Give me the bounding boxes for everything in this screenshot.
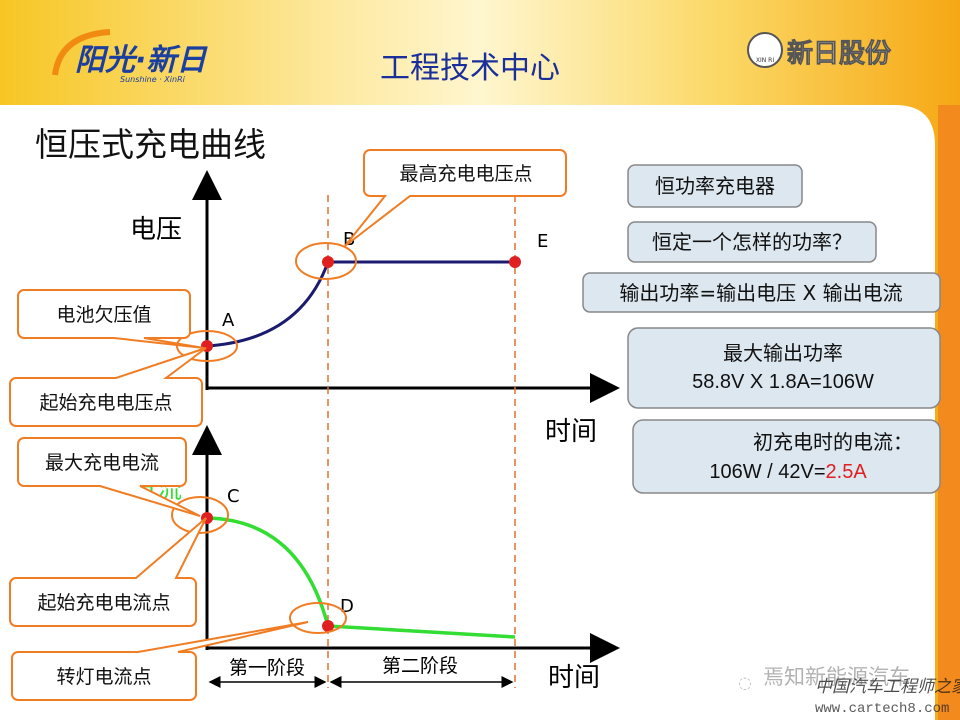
voltage-axis-label: 电压: [130, 215, 182, 245]
svg-text:新日股份: 新日股份: [787, 38, 891, 69]
label-e: E: [537, 231, 548, 252]
callout-undervoltage: [17, 289, 205, 349]
point-b: [322, 256, 334, 268]
callout-start-voltage-text: 起始充电电压点: [39, 392, 172, 414]
note-3-text: 输出功率=输出电压 X 输出电流: [619, 281, 902, 305]
note-box-4: [627, 327, 941, 409]
svg-text:www.cartech8.com: www.cartech8.com: [815, 701, 949, 717]
point-e: [509, 256, 521, 268]
stage-2-label: 第二阶段: [382, 655, 458, 677]
svg-text:Sunshine · XinRi: Sunshine · XinRi: [120, 75, 186, 84]
logo-right: XIN RI 新日股份: [747, 32, 891, 69]
note-5-line1: 初充电时的电流：: [753, 430, 913, 454]
note-box-2: [627, 221, 877, 263]
svg-text:XIN RI: XIN RI: [756, 57, 774, 64]
time-axis-bottom-label: 时间: [548, 663, 600, 693]
note-4-line2: 58.8V X 1.8A=106W: [692, 371, 874, 393]
note-2-text: 恒定一个怎样的功率？: [652, 230, 852, 254]
callout-max-current: [17, 437, 201, 517]
right-edge-strip: [938, 105, 960, 720]
callout-start-current: [9, 517, 207, 627]
label-a: A: [222, 310, 235, 331]
note-4-line1: 最大输出功率: [723, 341, 843, 365]
logo-left: 阳光·新日 Sunshine · XinRi: [52, 29, 208, 84]
voltage-curve: [206, 260, 515, 348]
note-box-5: [632, 419, 941, 494]
callout-max-current-text: 最大充电电流: [45, 452, 159, 474]
label-d: D: [340, 596, 354, 617]
current-curve: [206, 516, 516, 639]
note-box-1: [627, 164, 803, 208]
point-d: [322, 620, 334, 632]
callout-switch-current: [11, 621, 309, 701]
note-box-3: [582, 272, 941, 313]
stage-1-label: 第一阶段: [229, 657, 305, 679]
note-5-line2: 106W / 42V=2.5A: [709, 461, 867, 483]
time-axis-top-label: 时间: [545, 417, 597, 447]
callout-switch-current-text: 转灯电流点: [56, 666, 151, 688]
watermark: ◌ 焉知新能源汽车 中国汽车工程师之家 www.cartech8.com: [738, 665, 960, 717]
note-1-text: 恒功率充电器: [655, 174, 775, 198]
svg-text:阳光·新日: 阳光·新日: [75, 43, 208, 78]
callout-max-voltage: [344, 149, 567, 247]
current-value-highlight: 2.5A: [826, 461, 868, 483]
callout-start-current-text: 起始充电电流点: [37, 592, 170, 614]
callout-start-voltage: [9, 347, 207, 427]
svg-text:中国汽车工程师之家: 中国汽车工程师之家: [815, 677, 960, 697]
svg-text:焉知新能源汽车: 焉知新能源汽车: [763, 665, 910, 689]
wechat-icon: ◌: [738, 673, 752, 692]
header-title: 工程技术中心: [380, 51, 560, 86]
callout-max-voltage-text: 最高充电电压点: [399, 163, 532, 185]
callout-undervoltage-text: 电池欠压值: [56, 304, 151, 326]
slide-heading: 恒压式充电曲线: [35, 125, 266, 164]
label-c: C: [227, 486, 240, 507]
